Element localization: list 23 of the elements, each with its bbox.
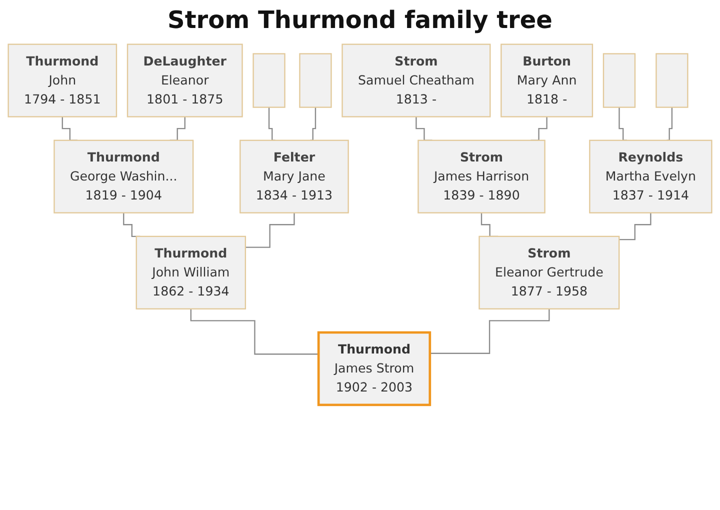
connector [190,308,319,355]
node-box [656,53,688,108]
connector [310,106,316,141]
node-box: Burton Mary Ann 1818 - [500,44,594,118]
connector [619,212,652,240]
connector [268,106,276,141]
connector [666,106,673,141]
diagram-title: Strom Thurmond family tree [168,6,552,34]
node-box [602,53,636,108]
node-box: Thurmond John William 1862 - 1934 [136,236,246,310]
node-box: DeLaughter Eleanor 1801 - 1875 [126,44,243,118]
node-box: Thurmond George Washin... 1819 - 1904 [54,140,194,214]
node-box: Thurmond James Strom 1902 - 2003 [317,331,432,406]
node-box: Strom Samuel Cheatham 1813 - [342,44,491,118]
node-box: Thurmond John 1794 - 1851 [8,44,118,118]
node-box: Felter Mary Jane 1834 - 1913 [240,140,349,214]
node-box: Reynolds Martha Evelyn 1837 - 1914 [589,140,712,214]
connector [245,212,295,248]
node-box [299,53,332,108]
node-box: Strom James Harrison 1839 - 1890 [418,140,546,214]
node-box [252,53,286,108]
node-box: Strom Eleanor Gertrude 1877 - 1958 [478,236,620,310]
connector [430,308,550,354]
